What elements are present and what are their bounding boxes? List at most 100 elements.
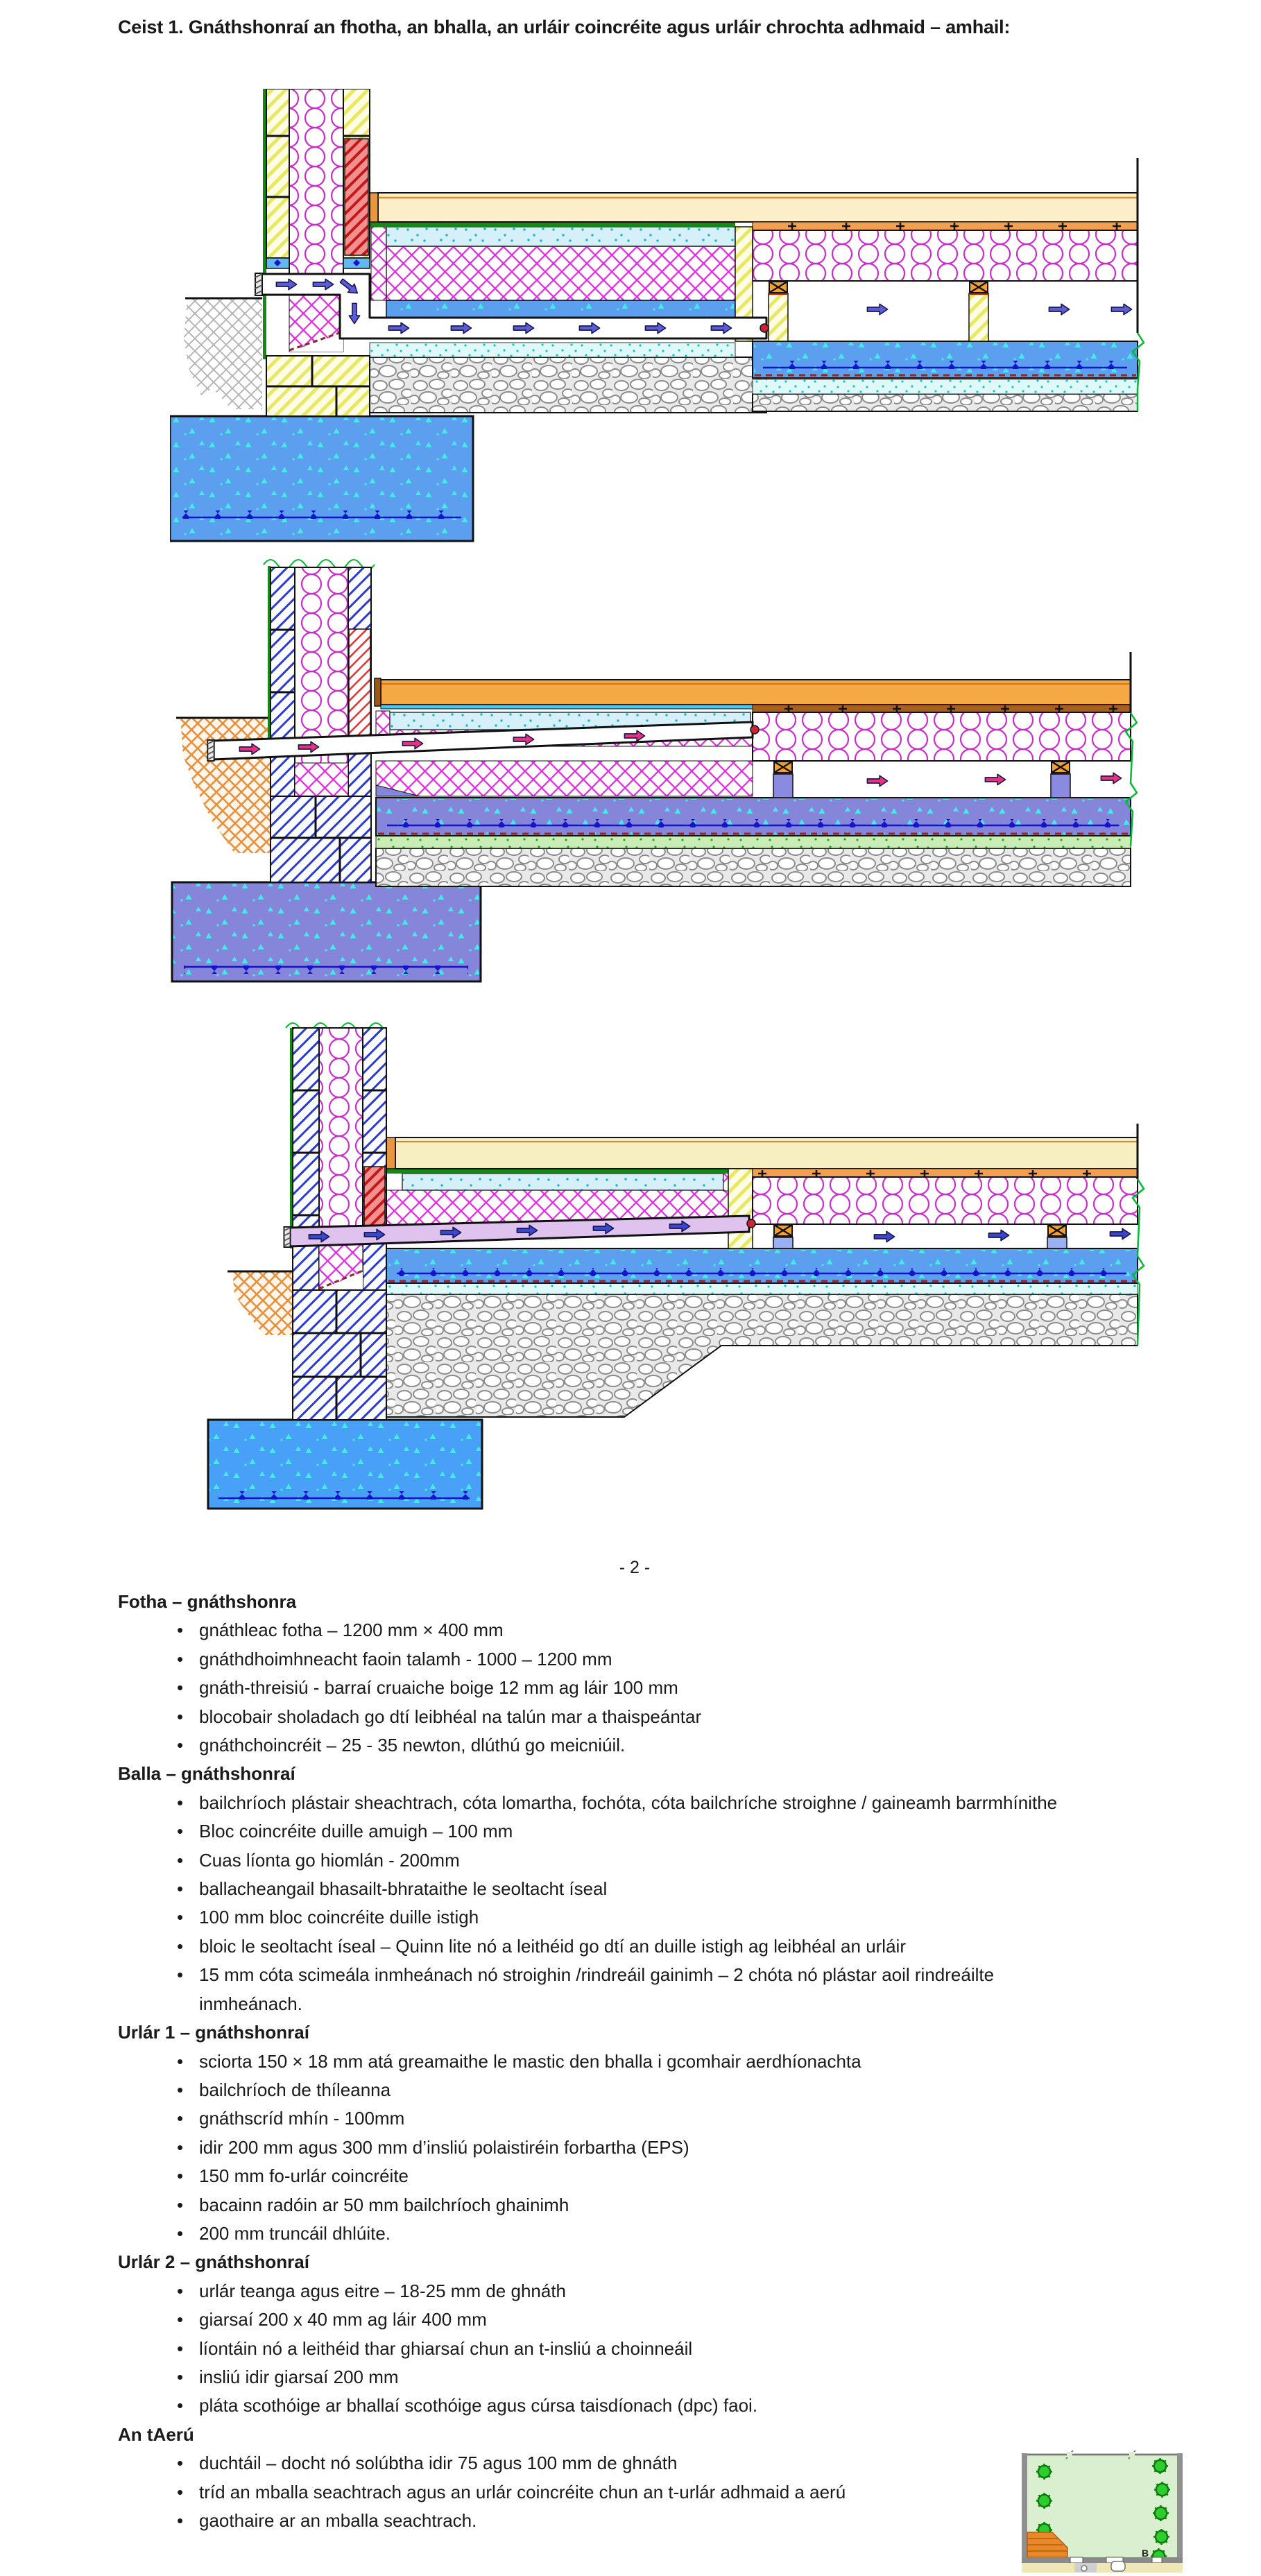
section-heading-balla: Balla – gnáthshonraí [118, 1763, 295, 1785]
list-item: gnáthdhoimhneacht faoin talamh - 1000 – … [118, 1645, 1066, 1674]
figure-detail-3 [194, 1020, 1158, 1574]
floor-joists [773, 761, 1071, 798]
detail-1-drawing [169, 88, 1145, 542]
section-heading-urlar2: Urlár 2 – gnáthshonraí [118, 2251, 309, 2273]
sand-blinding-green [375, 835, 1131, 849]
section-heading-aeru: An tAerú [118, 2423, 194, 2445]
quilt-insulation-between-joists [752, 1176, 1138, 1225]
dpm-green-layer [370, 222, 735, 227]
screed-layer [386, 226, 736, 247]
foundation [207, 1418, 483, 1510]
ventilation-duct [207, 721, 760, 762]
list-item: gnáthscríd mhín - 100mm [118, 2104, 1066, 2133]
floor-boards [386, 1137, 1138, 1169]
figure-detail-2 [166, 555, 1138, 1020]
eps-insulation [370, 226, 736, 301]
figure-detail-1 [169, 88, 1145, 547]
concrete-subfloor [386, 300, 1138, 379]
low-conductivity-blocks [348, 628, 371, 741]
cavity-wall [263, 559, 375, 797]
blockwork-below-ground [292, 1289, 387, 1420]
timber-floor-deck [374, 678, 1131, 713]
quilt-insulation-between-joists [752, 230, 1138, 282]
blockwork-below-ground [266, 355, 370, 417]
bullet-list-urlar2: urlár teanga agus eitre – 18-25 mm de gh… [118, 2277, 1192, 2421]
cavity-wall [285, 1022, 387, 1291]
plan-top-boundary [1027, 2450, 1177, 2459]
low-conductivity-blocks [344, 138, 369, 256]
list-item: duchtáil – docht nó solúbtha idir 75 agu… [118, 2449, 1066, 2478]
bullet-list-fotha: gnáthleac fotha – 1200 mm × 400 mm gnáth… [118, 1616, 1192, 1760]
list-item: gnáthchoincréit – 25 - 35 newton, dlúthú… [118, 1731, 1066, 1760]
cavity-fill-below-floor [289, 294, 344, 352]
foundation [169, 415, 474, 542]
plan-label-b: B [1142, 2548, 1149, 2559]
list-item: idir 200 mm agus 300 mm d’insliú polaist… [118, 2133, 1066, 2163]
plan-wall-left [1022, 2453, 1027, 2557]
dpm-green-layer [386, 1169, 728, 1174]
list-item: Bloc coincréite duille amuigh – 100 mm [118, 1817, 1066, 1846]
concrete-subfloor [375, 797, 1131, 836]
section-break-edge [1131, 1124, 1145, 1346]
building-interior-strip [1022, 2557, 1183, 2573]
plan-wall-right [1177, 2453, 1183, 2557]
list-item: 200 mm truncáil dhlúite. [118, 2219, 1066, 2249]
list-item: líontáin nó a leithéid thar ghiarsaí chu… [118, 2335, 1066, 2364]
list-item: blocobair sholadach go dtí leibhéal na t… [118, 1703, 1066, 1732]
vent-grille-icon [207, 739, 215, 762]
timber-deck-fixings [752, 1168, 1138, 1178]
list-item: 15 mm cóta scimeála inmheánach nó stroig… [118, 1961, 1066, 2018]
list-item: gnáthleac fotha – 1200 mm × 400 mm [118, 1616, 1066, 1645]
list-item: gaothaire ar an mballa seachtrach. [118, 2507, 1066, 2536]
list-item: bailchríoch plástair sheachtrach, cóta l… [118, 1789, 1066, 1818]
soil-hatch [228, 1270, 293, 1335]
low-conductivity-blocks [363, 1166, 386, 1230]
list-item: 100 mm bloc coincréite duille istigh [118, 1903, 1066, 1932]
section-break-edge [1124, 652, 1138, 847]
vent-grille-icon [255, 273, 263, 296]
page-number: - 2 - [619, 1558, 651, 1577]
section-heading-fotha: Fotha – gnáthshonra [118, 1591, 297, 1612]
hardcore-layer [386, 1294, 1138, 1418]
list-item: insliú idir giarsaí 200 mm [118, 2363, 1066, 2392]
list-item: giarsaí 200 x 40 mm ag láir 400 mm [118, 2305, 1066, 2335]
section-heading-urlar1: Urlár 1 – gnáthshonraí [118, 2022, 309, 2043]
list-item: sciorta 150 × 18 mm atá greamaithe le ma… [118, 2047, 1066, 2077]
timber-deck-fixings [752, 221, 1138, 231]
list-item: urlár teanga agus eitre – 18-25 mm de gh… [118, 2277, 1066, 2306]
sand-blinding [386, 1282, 1138, 1295]
list-item: tríd an mballa seachtrach agus an urlár … [118, 2478, 1066, 2507]
list-item: bacainn radóin ar 50 mm bailchríoch ghai… [118, 2191, 1066, 2220]
wall-plate-strip [728, 1168, 753, 1249]
floor-joists [768, 281, 989, 342]
page-title: Ceist 1. Gnáthshonraí an fhotha, an bhal… [118, 17, 1011, 37]
foundation [171, 881, 482, 983]
spec-text: Fotha – gnáthshonra gnáthleac fotha – 12… [118, 1588, 1192, 2536]
list-item: pláta scothóige ar bhallaí scothóige agu… [118, 2392, 1066, 2421]
bullet-list-balla: bailchríoch plástair sheachtrach, cóta l… [118, 1789, 1192, 2018]
ventilation-duct [255, 273, 769, 340]
deck-steps [1027, 2532, 1068, 2558]
bullet-list-urlar1: sciorta 150 × 18 mm atá greamaithe le ma… [118, 2047, 1192, 2249]
quilt-insulation-between-joists [752, 712, 1131, 762]
blockwork-below-ground [270, 796, 372, 883]
detail-2-drawing [171, 559, 1138, 983]
list-item: bailchríoch de thíleanna [118, 2076, 1066, 2105]
section-break-edge [1131, 158, 1145, 411]
floor-joists [773, 1224, 1067, 1249]
soil-hatch [176, 716, 271, 853]
bullet-list-aeru: duchtáil – docht nó solúbtha idir 75 agu… [118, 2449, 1192, 2536]
cavity-wall [263, 88, 370, 359]
list-item: 150 mm fo-urlár coincréite [118, 2162, 1066, 2191]
floor-boards [368, 192, 1138, 223]
soil-hatch [184, 297, 262, 409]
concrete-subfloor [386, 1248, 1138, 1284]
list-item: Cuas líonta go hiomlán - 200mm [118, 1846, 1066, 1875]
figure-site-plan: B [1016, 2450, 1200, 2576]
vent-grille-icon [283, 1226, 291, 1248]
list-item: ballacheangail bhasailt-bhrataithe le se… [118, 1875, 1066, 1904]
detail-3-drawing [207, 1022, 1145, 1510]
sand-blinding [369, 342, 1138, 395]
hardcore-layer [375, 848, 1131, 887]
list-item: bloic le seoltacht íseal – Quinn lite nó… [118, 1932, 1066, 1961]
